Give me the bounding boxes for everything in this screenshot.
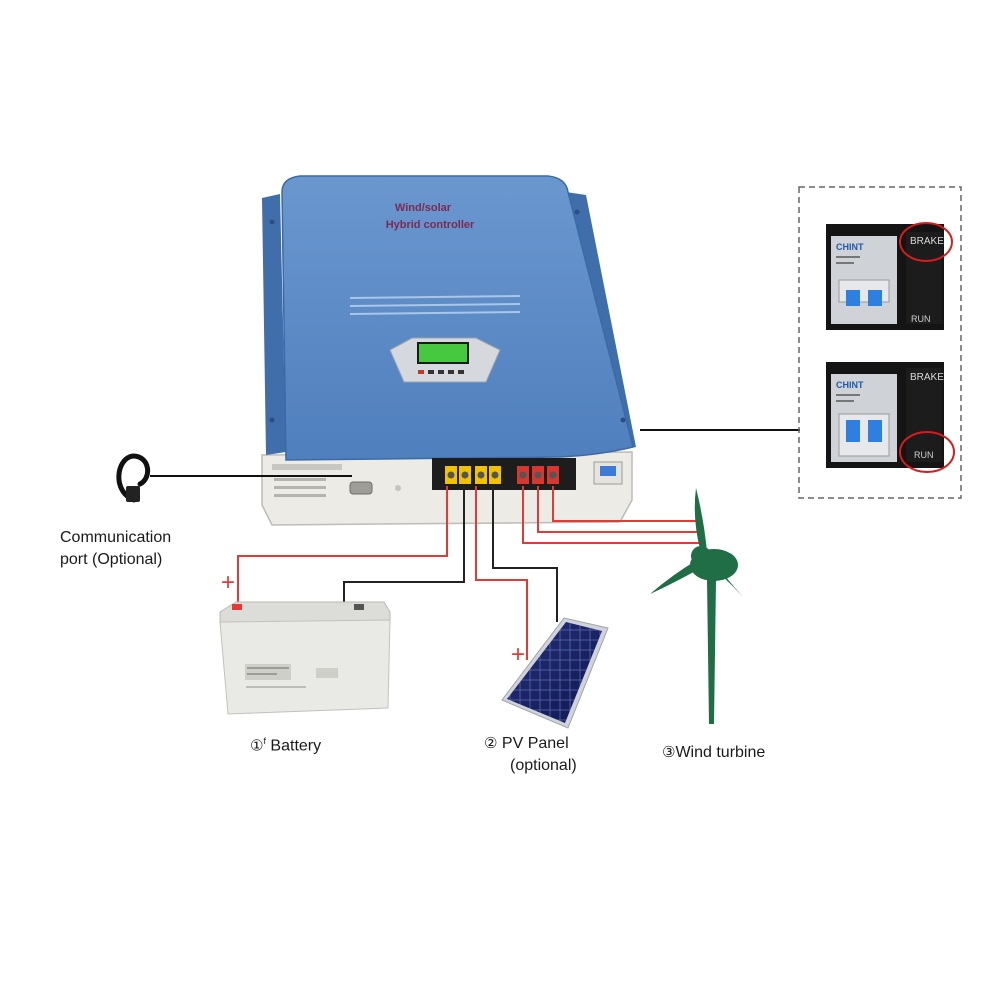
communication-port-label: Communication port (Optional) (60, 527, 171, 570)
communication-label-line1: Communication (60, 529, 172, 546)
pv-panel-illustration (501, 617, 609, 729)
battery-positive-wire (237, 486, 448, 612)
pv-positive-wire (475, 486, 528, 660)
turbine-terminals (517, 466, 559, 484)
battery-name: Battery (270, 737, 322, 755)
communication-cable (116, 453, 352, 503)
breaker-brand-top: CHINT (836, 242, 864, 252)
breaker-brake-state: CHINT BRAKE RUN (826, 222, 953, 330)
lcd-display (417, 342, 469, 364)
battery-label: ①f Battery (250, 735, 321, 757)
pv-positive-mark: + (511, 641, 525, 668)
controller-title-line1: Wind/solar (395, 202, 452, 214)
pv-name: PV Panel (501, 735, 569, 752)
wind-number: ③ (662, 744, 676, 761)
wind-name: Wind turbine (675, 744, 766, 761)
communication-label-line2: port (Optional) (60, 550, 163, 568)
controller-left-rail (262, 194, 286, 455)
pv-panel-label: ② PV Panel (optional) (484, 733, 577, 776)
battery-positive-mark: + (221, 569, 235, 596)
breaker-run-label-top: RUN (911, 314, 931, 324)
wind-turbine-label: ③Wind turbine (662, 742, 765, 764)
battery-number: ① (250, 737, 264, 755)
pv-number: ② (484, 735, 498, 752)
breaker-run-label-bottom: RUN (914, 450, 934, 460)
brake-highlight-circle (899, 222, 953, 262)
hybrid-controller: Wind/solar Hybrid controller (261, 175, 636, 526)
breaker-run-state: CHINT BRAKE RUN (826, 362, 955, 473)
pv-sub: (optional) (510, 756, 577, 774)
turbine-wires (522, 486, 700, 544)
communication-port (349, 481, 373, 495)
battery-illustration (219, 601, 391, 715)
run-highlight-circle (899, 431, 955, 473)
wind-turbine-illustration (650, 488, 743, 724)
battery-terminals (445, 466, 501, 484)
breaker-brake-label-top: BRAKE (910, 236, 944, 247)
breaker-brand-bottom: CHINT (836, 380, 864, 390)
battery-mark: f (263, 736, 266, 746)
breaker-brake-label-bottom: BRAKE (910, 372, 944, 383)
switch-detail-panel: CHINT BRAKE RUN CHINT BRAKE RUN (798, 186, 962, 499)
pv-negative-wire (492, 486, 558, 622)
controller-lid (281, 175, 634, 461)
controller-title-line2: Hybrid controller (386, 219, 475, 231)
